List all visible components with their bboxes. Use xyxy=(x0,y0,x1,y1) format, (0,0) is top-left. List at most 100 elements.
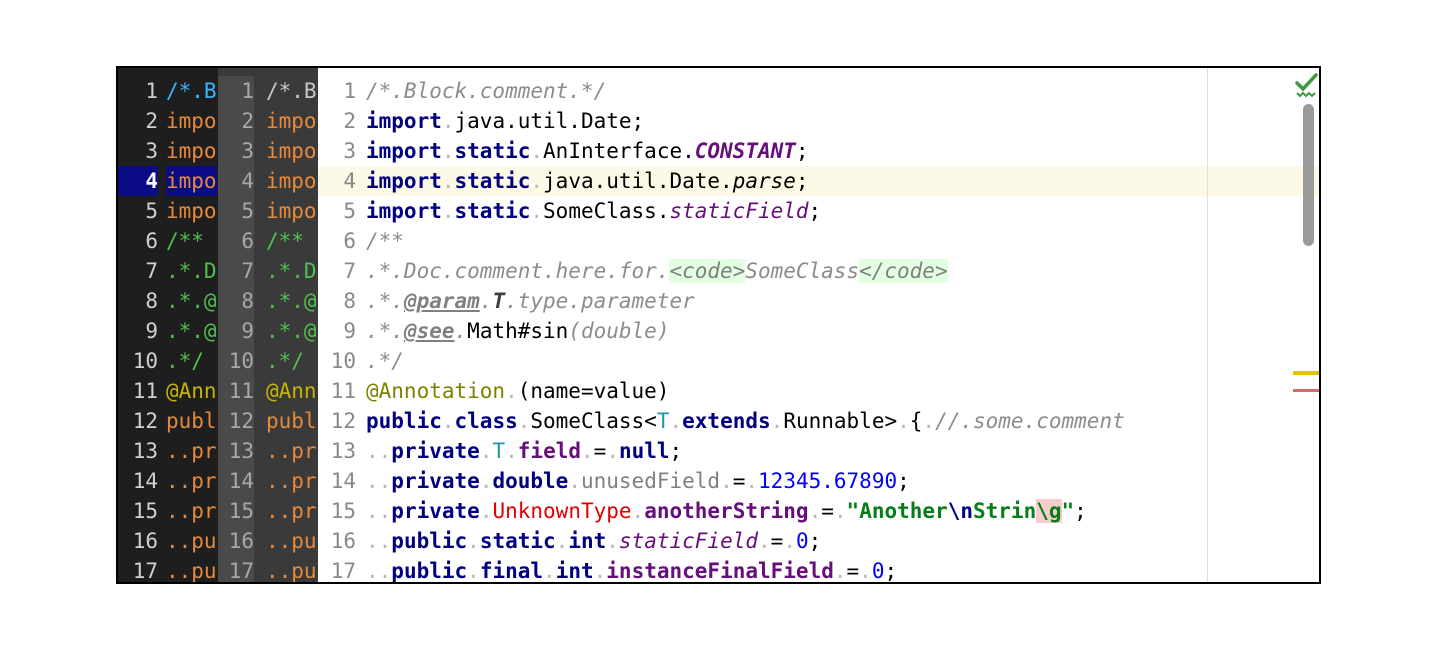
code-line[interactable]: impo xyxy=(266,106,317,136)
code-line[interactable]: impo xyxy=(266,136,317,166)
code-line[interactable]: @Ann xyxy=(166,376,217,406)
code-line[interactable]: ..pr xyxy=(166,496,217,526)
line-number[interactable]: 2 xyxy=(318,106,356,136)
code-line[interactable]: ..pu xyxy=(266,526,317,556)
line-number[interactable]: 7 xyxy=(118,256,158,286)
line-number[interactable]: 13 xyxy=(218,436,254,466)
line-number[interactable]: 6 xyxy=(118,226,158,256)
line-number[interactable]: 3 xyxy=(118,136,158,166)
line-number[interactable]: 5 xyxy=(218,196,254,226)
source-code[interactable]: /*.Block.comment.*/ import.java.util.Dat… xyxy=(366,76,1206,582)
code-line[interactable]: ..pu xyxy=(266,556,317,582)
line-number[interactable]: 5 xyxy=(318,196,356,226)
line-number[interactable]: 2 xyxy=(218,106,254,136)
line-number[interactable]: 15 xyxy=(218,496,254,526)
line-number[interactable]: 13 xyxy=(318,436,356,466)
code-line[interactable]: .*.@ xyxy=(266,316,317,346)
code-line-15[interactable]: ..private.UnknownType.anotherString.=."A… xyxy=(366,496,1206,526)
line-number[interactable]: 1 xyxy=(118,76,158,106)
code-line[interactable]: impo xyxy=(166,136,217,166)
line-number[interactable]: 10 xyxy=(118,346,158,376)
line-number[interactable]: 8 xyxy=(318,286,356,316)
code-line[interactable]: .*.D xyxy=(266,256,317,286)
line-number[interactable]: 6 xyxy=(218,226,254,256)
line-number[interactable]: 12 xyxy=(318,406,356,436)
line-number[interactable]: 17 xyxy=(118,556,158,582)
error-marker[interactable] xyxy=(1293,389,1319,392)
code-line-2[interactable]: import.java.util.Date; xyxy=(366,106,1206,136)
line-number[interactable]: 7 xyxy=(218,256,254,286)
code-line[interactable]: /** xyxy=(266,226,317,256)
code-line[interactable]: impo xyxy=(166,166,217,196)
code-line-17[interactable]: ..public.final.int.instanceFinalField.=.… xyxy=(366,556,1206,582)
line-number[interactable]: 11 xyxy=(118,376,158,406)
code-line[interactable]: impo xyxy=(266,166,317,196)
line-number[interactable]: 16 xyxy=(318,526,356,556)
line-number[interactable]: 4 xyxy=(218,166,254,196)
code-line-8[interactable]: .*.@param.T.type.parameter xyxy=(366,286,1206,316)
line-number[interactable]: 2 xyxy=(118,106,158,136)
line-number[interactable]: 9 xyxy=(218,316,254,346)
line-number[interactable]: 15 xyxy=(118,496,158,526)
code-line[interactable]: impo xyxy=(266,196,317,226)
line-number[interactable]: 15 xyxy=(318,496,356,526)
line-number[interactable]: 12 xyxy=(218,406,254,436)
line-number[interactable]: 14 xyxy=(118,466,158,496)
line-number[interactable]: 10 xyxy=(218,346,254,376)
double-check-icon[interactable] xyxy=(1294,72,1320,98)
code-line[interactable]: ..pr xyxy=(266,496,317,526)
code-line[interactable]: .*/ xyxy=(266,346,317,376)
code-line[interactable]: /** xyxy=(166,226,217,256)
code-line-12[interactable]: public.class.SomeClass<T.extends.Runnabl… xyxy=(366,406,1206,436)
code-line-9[interactable]: .*.@see.Math#sin(double) xyxy=(366,316,1206,346)
line-number[interactable]: 3 xyxy=(218,136,254,166)
line-number[interactable]: 16 xyxy=(218,526,254,556)
code-line[interactable]: impo xyxy=(166,196,217,226)
code-line[interactable]: .*/ xyxy=(166,346,217,376)
code-line[interactable]: ..pr xyxy=(266,466,317,496)
line-number[interactable]: 1 xyxy=(218,76,254,106)
code-line[interactable]: .*.@ xyxy=(166,316,217,346)
code-line-14[interactable]: ..private.double.unusedField.=.12345.678… xyxy=(366,466,1206,496)
line-number[interactable]: 5 xyxy=(118,196,158,226)
code-line-1[interactable]: /*.Block.comment.*/ xyxy=(366,76,1206,106)
line-number[interactable]: 10 xyxy=(318,346,356,376)
code-line[interactable]: @Ann xyxy=(266,376,317,406)
line-number[interactable]: 8 xyxy=(218,286,254,316)
code-line-3[interactable]: import.static.AnInterface.CONSTANT; xyxy=(366,136,1206,166)
code-line[interactable]: impo xyxy=(166,106,217,136)
line-number[interactable]: 11 xyxy=(318,376,356,406)
line-number[interactable]: 9 xyxy=(318,316,356,346)
code-line-13[interactable]: ..private.T.field.=.null; xyxy=(366,436,1206,466)
line-number[interactable]: 12 xyxy=(118,406,158,436)
code-line-10[interactable]: .*/ xyxy=(366,346,1206,376)
code-line-6[interactable]: /** xyxy=(366,226,1206,256)
code-line[interactable]: ..pr xyxy=(166,466,217,496)
vertical-scrollbar-thumb[interactable] xyxy=(1303,104,1314,246)
code-line[interactable]: publ xyxy=(266,406,317,436)
code-line-16[interactable]: ..public.static.int.staticField.=.0; xyxy=(366,526,1206,556)
code-line[interactable]: publ xyxy=(166,406,217,436)
line-number[interactable]: 4 xyxy=(318,166,356,196)
line-number[interactable]: 7 xyxy=(318,256,356,286)
line-number[interactable]: 11 xyxy=(218,376,254,406)
code-line-4[interactable]: import.static.java.util.Date.parse; xyxy=(366,166,1206,196)
line-number[interactable]: 13 xyxy=(118,436,158,466)
code-line[interactable]: .*.@ xyxy=(166,286,217,316)
code-line[interactable]: ..pu xyxy=(166,556,217,582)
code-line[interactable]: /*.B xyxy=(266,76,317,106)
warning-marker[interactable] xyxy=(1293,371,1319,375)
code-line[interactable]: ..pr xyxy=(266,436,317,466)
line-number[interactable]: 14 xyxy=(318,466,356,496)
code-line-11[interactable]: @Annotation.(name=value) xyxy=(366,376,1206,406)
line-number[interactable]: 14 xyxy=(218,466,254,496)
code-line-7[interactable]: .*.Doc.comment.here.for.<code>SomeClass<… xyxy=(366,256,1206,286)
line-number[interactable]: 4 xyxy=(118,166,158,196)
line-number[interactable]: 17 xyxy=(218,556,254,582)
line-number[interactable]: 17 xyxy=(318,556,356,582)
code-line-5[interactable]: import.static.SomeClass.staticField; xyxy=(366,196,1206,226)
line-number[interactable]: 1 xyxy=(318,76,356,106)
code-line[interactable]: ..pu xyxy=(166,526,217,556)
line-number[interactable]: 8 xyxy=(118,286,158,316)
line-number[interactable]: 9 xyxy=(118,316,158,346)
